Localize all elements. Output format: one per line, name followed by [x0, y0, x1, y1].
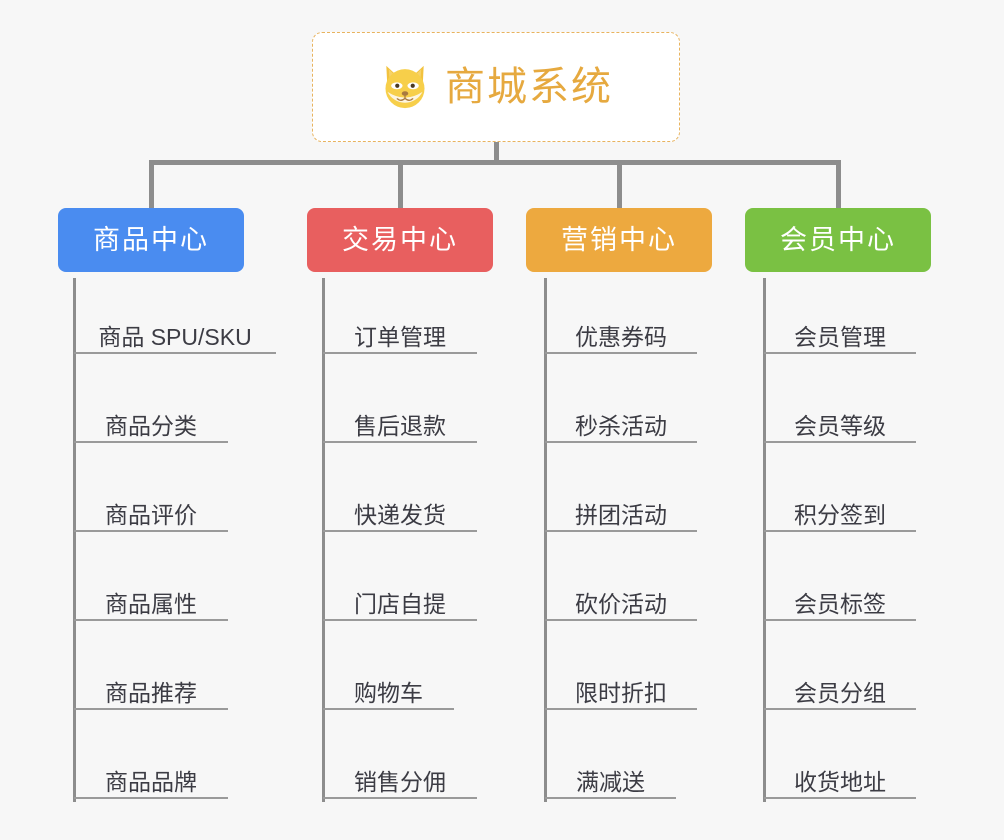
list-item[interactable]: 优惠券码 [545, 308, 697, 354]
list-item-label: 积分签到 [794, 501, 886, 528]
list-item-label: 会员分组 [794, 679, 886, 706]
list-item[interactable]: 收货地址 [764, 753, 916, 799]
list-item[interactable]: 秒杀活动 [545, 397, 697, 443]
list-item-label: 门店自提 [354, 590, 446, 617]
list-item[interactable]: 商品 SPU/SKU [74, 308, 276, 354]
list-item[interactable]: 拼团活动 [545, 486, 697, 532]
list-item-label: 会员等级 [794, 412, 886, 439]
list-item[interactable]: 会员分组 [764, 664, 916, 710]
list-item-label: 售后退款 [354, 412, 446, 439]
list-item[interactable]: 商品属性 [74, 575, 228, 621]
category-box-marketing-center[interactable]: 营销中心 [526, 208, 712, 272]
column-trunk-member-center [763, 278, 766, 802]
list-item-label: 会员管理 [794, 323, 886, 350]
list-item-label: 拼团活动 [575, 501, 667, 528]
list-item-label: 优惠券码 [575, 323, 667, 350]
column-trunk-product-center [73, 278, 76, 802]
category-box-product-center[interactable]: 商品中心 [58, 208, 244, 272]
category-label-marketing-center: 营销中心 [561, 224, 677, 255]
list-item-label: 购物车 [354, 679, 423, 706]
list-item[interactable]: 会员等级 [764, 397, 916, 443]
list-item-label: 会员标签 [794, 590, 886, 617]
category-box-trade-center[interactable]: 交易中心 [307, 208, 493, 272]
list-item[interactable]: 商品推荐 [74, 664, 228, 710]
connector-drop-member-center [836, 160, 841, 208]
list-item-label: 商品分类 [105, 412, 197, 439]
list-item[interactable]: 积分签到 [764, 486, 916, 532]
root-node-mall-system[interactable]: 商城系统 [312, 32, 680, 142]
category-label-trade-center: 交易中心 [342, 224, 458, 255]
list-item[interactable]: 满减送 [545, 753, 676, 799]
list-item-label: 订单管理 [354, 323, 446, 350]
category-box-member-center[interactable]: 会员中心 [745, 208, 931, 272]
list-item-label: 秒杀活动 [575, 412, 667, 439]
category-label-product-center: 商品中心 [93, 224, 209, 255]
list-item[interactable]: 会员管理 [764, 308, 916, 354]
list-item[interactable]: 商品品牌 [74, 753, 228, 799]
list-item-label: 商品品牌 [105, 768, 197, 795]
list-item-label: 砍价活动 [575, 590, 667, 617]
list-item[interactable]: 限时折扣 [545, 664, 697, 710]
connector-drop-trade-center [398, 160, 403, 208]
list-item[interactable]: 砍价活动 [545, 575, 697, 621]
list-item-label: 限时折扣 [575, 679, 667, 706]
list-item[interactable]: 快递发货 [323, 486, 477, 532]
root-title: 商城系统 [445, 65, 613, 109]
list-item[interactable]: 订单管理 [323, 308, 477, 354]
list-item-label: 商品评价 [105, 501, 197, 528]
column-trunk-trade-center [322, 278, 325, 802]
list-item[interactable]: 会员标签 [764, 575, 916, 621]
list-item-label: 商品推荐 [105, 679, 197, 706]
list-item-label: 快递发货 [354, 501, 446, 528]
list-item-label: 满减送 [576, 768, 645, 795]
list-item-label: 收货地址 [794, 768, 886, 795]
list-item[interactable]: 购物车 [323, 664, 454, 710]
connector-root-stem [494, 142, 499, 164]
connector-drop-product-center [149, 160, 154, 208]
list-item[interactable]: 商品分类 [74, 397, 228, 443]
connector-drop-marketing-center [617, 160, 622, 208]
list-item-label: 商品属性 [105, 590, 197, 617]
list-item-label: 商品 SPU/SKU [98, 323, 252, 350]
category-label-member-center: 会员中心 [780, 224, 896, 255]
list-item-label: 销售分佣 [354, 768, 446, 795]
list-item[interactable]: 商品评价 [74, 486, 228, 532]
list-item[interactable]: 销售分佣 [323, 753, 477, 799]
column-trunk-marketing-center [544, 278, 547, 802]
connector-horizontal-bus [149, 160, 841, 165]
list-item[interactable]: 售后退款 [323, 397, 477, 443]
list-item[interactable]: 门店自提 [323, 575, 477, 621]
shiba-dog-face-icon [385, 65, 425, 110]
